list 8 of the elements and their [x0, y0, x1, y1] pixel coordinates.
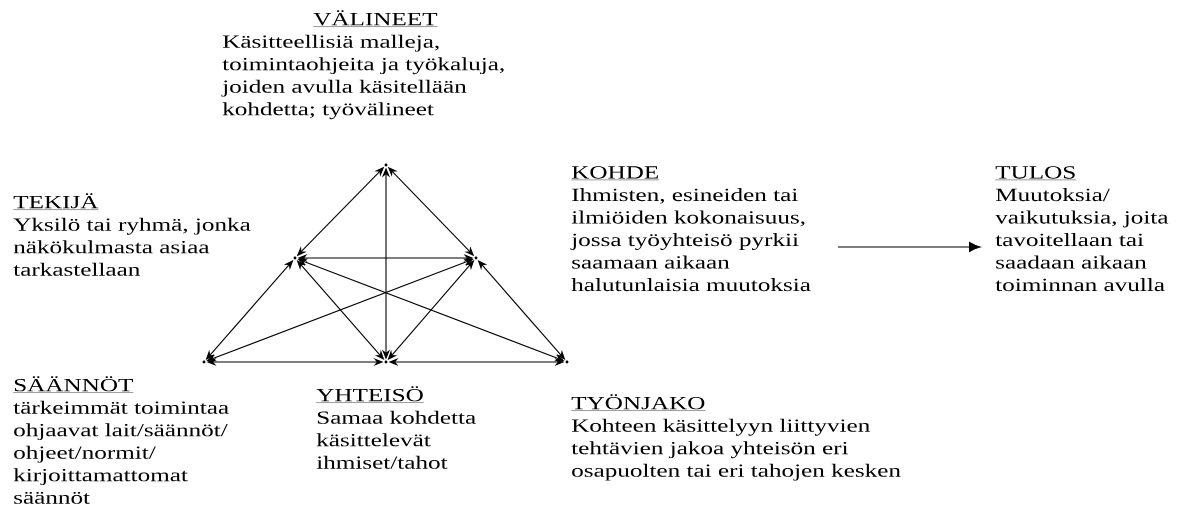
text-block: KOHDE Ihmisten, esineiden tai ilmiöiden kokonaisuus, jossa työyhteisö pyrkii saamaan aikaan halutunlaisia muutoksia [570, 166, 811, 292]
text-block: TEKIJÄ Yksilö tai ryhmä, jonka näkökulmasta asiaa tarkastellaan [13, 193, 251, 276]
text-block: VÄLINEET Käsitteellisiä malleja, toimintaohjeita ja työkaluja, joiden avulla käsitellään kohdetta; työvälineet [221, 10, 504, 120]
text-block: TYÖNJAKO Kohteen käsittelyyn liittyvien tehtävien jakoa yhteisön eri osapuolten tai eri tahojen kesken [571, 394, 901, 481]
text-block: SÄÄNNÖT tärkeimmät toimintaa ohjaavat lait/säännöt/ ohjeet/normit/ kirjoittamattomat säännöt [13, 376, 229, 504]
text-block: TULOS Muutoksia/ vaikutuksia, joita tavoitellaan tai saadaan aikaan toiminnan avulla [995, 166, 1169, 292]
text-block: YHTEISÖ Samaa kohdetta käsittelevät ihmiset/tahot [316, 386, 476, 469]
arrow [837, 241, 981, 252]
